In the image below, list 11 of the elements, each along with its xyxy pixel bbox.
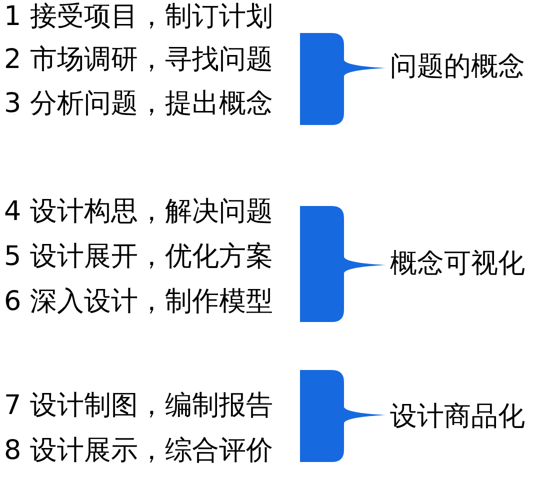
step-text: 7 设计制图，编制报告: [4, 390, 273, 422]
step-text: 4 设计构思，解决问题: [4, 196, 273, 228]
step-text: 6 深入设计，制作模型: [4, 286, 273, 318]
step-text: 2 市场调研，寻找问题: [4, 44, 273, 76]
step-text: 1 接受项目，制订计划: [4, 1, 273, 33]
group-label: 问题的概念: [390, 51, 525, 83]
group-label: 概念可视化: [390, 248, 525, 280]
step-text: 8 设计展示，综合评价: [4, 435, 273, 467]
step-text: 5 设计展开，优化方案: [4, 241, 273, 273]
group-label: 设计商品化: [390, 401, 525, 433]
step-text: 3 分析问题，提出概念: [4, 88, 273, 120]
